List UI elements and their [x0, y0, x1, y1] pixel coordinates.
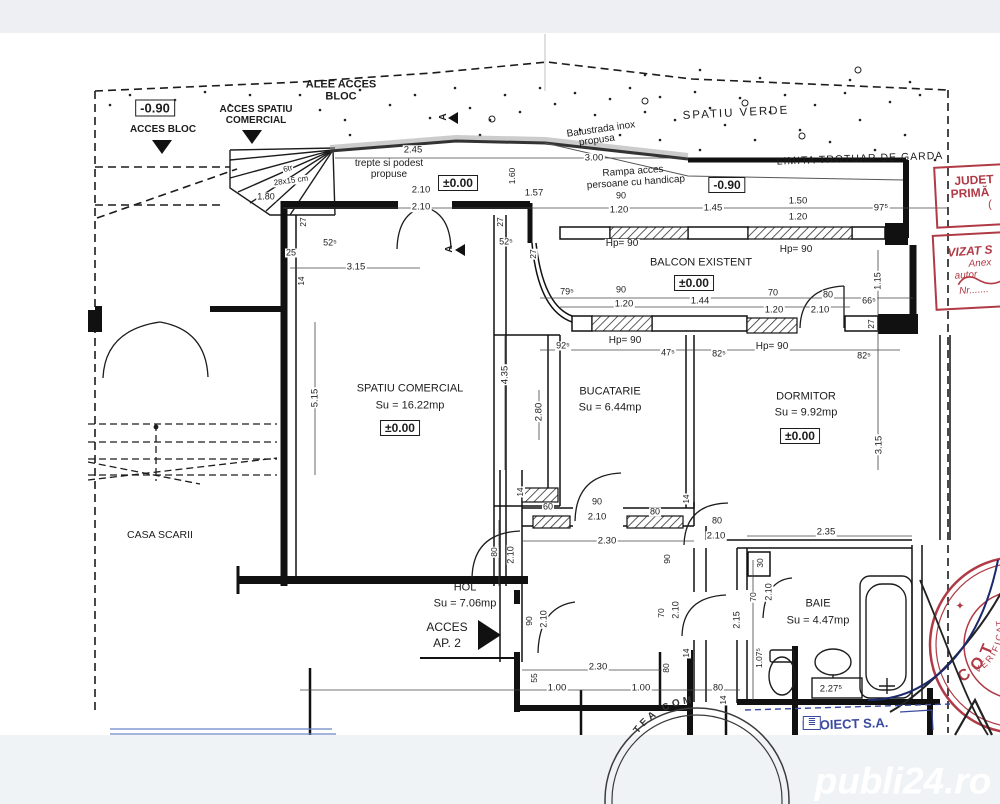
stair-direction-dot — [153, 424, 159, 430]
sink — [814, 648, 852, 676]
acces-spatiu-arrow — [242, 130, 262, 144]
letterbox-band-bottom — [0, 735, 1000, 804]
signature-v — [954, 697, 993, 736]
bathtub — [859, 575, 913, 699]
bathtub-inner — [865, 583, 907, 691]
access-arrows — [152, 112, 501, 650]
windows — [521, 226, 853, 529]
walls — [95, 160, 951, 735]
door-arcs — [102, 206, 845, 654]
sink-counter — [811, 677, 863, 699]
toilet — [768, 656, 796, 696]
ramp-edges — [329, 134, 907, 181]
bathroom-fixtures — [768, 575, 913, 699]
site-boundary — [94, 61, 949, 733]
acces-ap2-arrow — [478, 620, 501, 650]
acces-bloc-arrow — [152, 140, 172, 154]
bathtub-drain — [879, 678, 895, 694]
stipple-dots — [108, 66, 937, 162]
bottom-circle-stamp: TEA COM — [604, 695, 790, 804]
project-stamp — [744, 703, 951, 731]
signature-stroke-blue — [867, 559, 999, 701]
stair-flight-lines — [87, 423, 278, 485]
letterbox-band-top — [0, 0, 1000, 33]
title-block-lines — [110, 728, 336, 735]
balcony-parapet — [531, 223, 918, 334]
toilet-tank — [769, 649, 795, 663]
door-jamb — [88, 310, 102, 332]
section-marker-triangle — [448, 112, 458, 124]
signature-stroke — [919, 579, 989, 736]
rect-stamp — [931, 161, 1000, 311]
section-marker-triangle — [455, 244, 465, 256]
